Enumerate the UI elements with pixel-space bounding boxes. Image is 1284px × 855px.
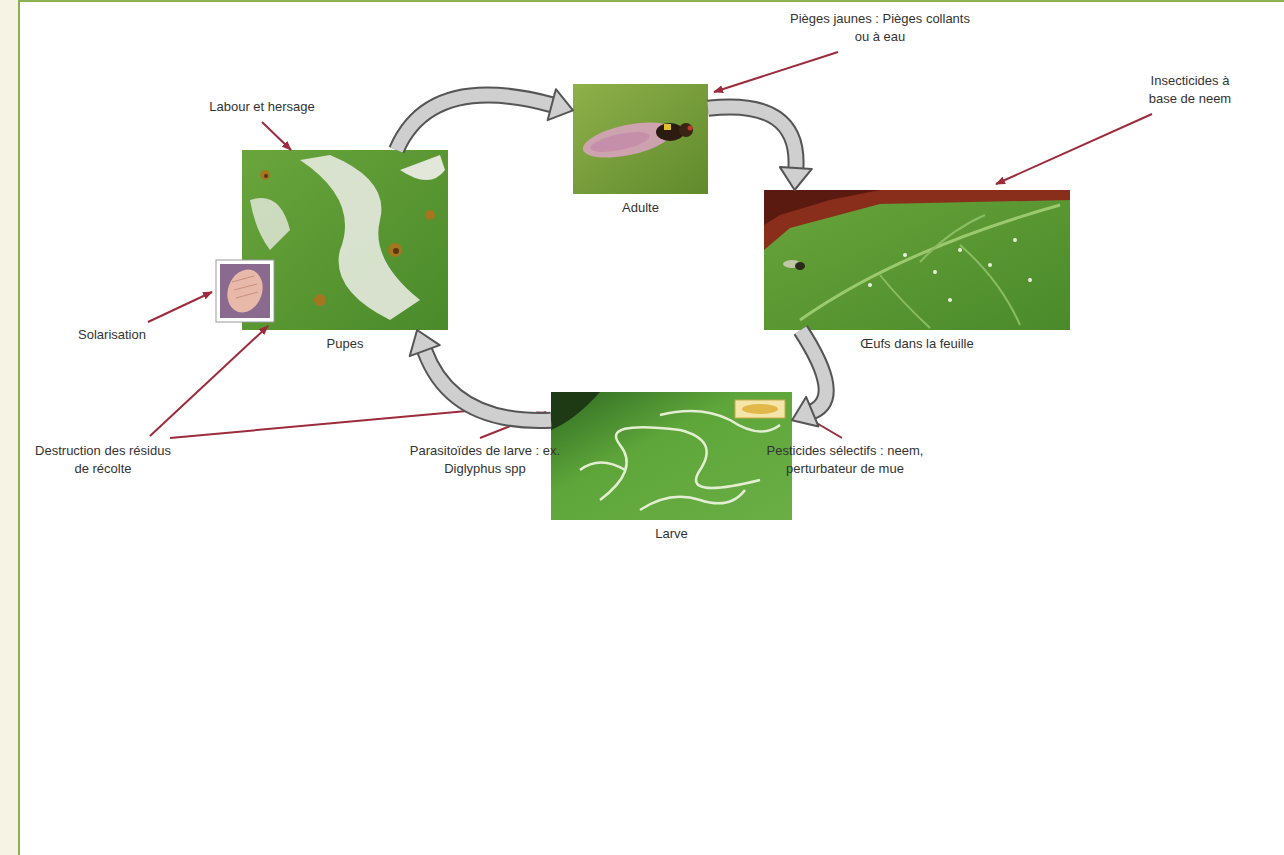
larva-photo bbox=[551, 392, 792, 520]
control-label: Parasitoïdes de larve : ex. Diglyphus sp… bbox=[400, 442, 570, 478]
control-label: Solarisation bbox=[62, 326, 162, 344]
eggs-photo bbox=[764, 190, 1070, 330]
photo-node: Larve bbox=[551, 392, 792, 520]
control-label: Pièges jaunes : Pièges collants ou à eau bbox=[790, 10, 970, 46]
stage-caption: Œufs dans la feuille bbox=[857, 336, 976, 351]
photo-node: Pupes bbox=[242, 150, 448, 330]
adult-photo bbox=[573, 84, 708, 194]
pupae-photo bbox=[216, 150, 448, 330]
photo-node: Adulte bbox=[573, 84, 708, 194]
control-label: Destruction des résidus de récolte bbox=[33, 442, 173, 478]
cycle-arrow bbox=[708, 107, 812, 190]
control-label: Pesticides sélectifs : neem, perturbateu… bbox=[745, 442, 945, 478]
cycle-arrow bbox=[397, 89, 574, 150]
cycle-arrow bbox=[792, 330, 826, 426]
control-label: Insecticides à base de neem bbox=[1135, 72, 1245, 108]
control-label: Labour et hersage bbox=[187, 98, 337, 116]
stage-caption: Pupes bbox=[324, 336, 367, 351]
frame-line bbox=[18, 0, 1284, 2]
frame-strip bbox=[0, 0, 20, 855]
photo-node: Œufs dans la feuille bbox=[764, 190, 1070, 330]
stage-caption: Adulte bbox=[619, 200, 662, 215]
stage-caption: Larve bbox=[652, 526, 691, 541]
cycle-arrow bbox=[410, 330, 551, 420]
leader-lines bbox=[148, 52, 1152, 438]
